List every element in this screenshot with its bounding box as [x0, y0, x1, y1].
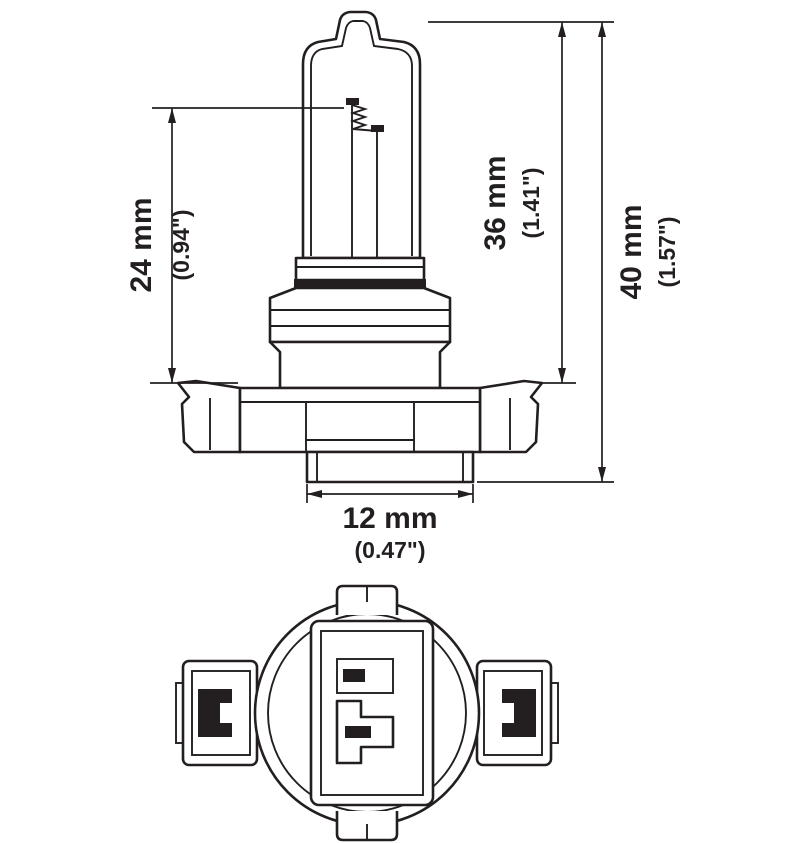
flange-wing-left [176, 379, 242, 454]
dim-24-imperial-label: (0.94") [168, 210, 194, 281]
dimension-40mm: 40 mm (1.57") [477, 22, 680, 483]
glass-outer-wall [301, 10, 422, 260]
flange-wing-right [478, 379, 544, 454]
lead-clamp-left [346, 98, 359, 105]
arrow-36-up [558, 22, 566, 37]
bulb-side-view [176, 10, 544, 484]
glass-inner-wall [310, 20, 413, 256]
arrow-24-down [168, 368, 176, 383]
wing-left-inner [191, 670, 251, 756]
connector-outer [309, 619, 435, 807]
lead-clamp-right [371, 125, 384, 132]
dimension-12mm: 12 mm (0.47") [306, 484, 474, 563]
base-hub [305, 450, 475, 484]
wing-left-contact [198, 689, 232, 737]
dim-40-imperial-label: (1.57") [654, 217, 680, 288]
arrow-12-left [307, 490, 322, 498]
arrow-24-up [168, 108, 176, 123]
connector-inner [320, 630, 424, 796]
dimension-36mm: 36 mm (1.41") [428, 21, 614, 384]
dim-40-metric-label: 40 mm [615, 204, 648, 299]
bulb-bottom-view [175, 584, 559, 842]
arrow-40-up [598, 22, 606, 37]
bulb-base [268, 256, 452, 390]
mounting-flange [176, 379, 544, 454]
terminal-1-contact [343, 669, 365, 682]
terminal-1-outline [336, 658, 394, 694]
flange-body [238, 386, 482, 454]
hub-cylinder [305, 450, 475, 484]
arrow-12-right [458, 490, 473, 498]
retention-wing-right [475, 659, 559, 767]
glass-envelope [301, 10, 422, 260]
retention-wing-left [175, 659, 259, 767]
dim-36-metric-label: 36 mm [479, 155, 512, 250]
base-flare [268, 286, 452, 344]
base-collar [294, 256, 426, 282]
arrow-36-down [558, 368, 566, 383]
dimension-24mm: 24 mm (0.94") [125, 107, 344, 384]
connector-housing [309, 619, 435, 807]
dim-24-metric-label: 24 mm [125, 197, 158, 292]
dim-36-imperial-label: (1.41") [518, 168, 544, 239]
arrow-40-down [598, 467, 606, 482]
terminal-2-outline [335, 699, 395, 765]
filament-coil [349, 104, 378, 132]
wing-right-contact [502, 689, 536, 737]
dim-12-metric-label: 12 mm [342, 502, 437, 535]
terminal-2-contact [345, 726, 371, 738]
collar-band [294, 279, 426, 288]
wing-right-inner [483, 670, 543, 756]
filament-assembly [346, 98, 384, 258]
dim-12-imperial-label: (0.47") [355, 537, 426, 563]
base-neck [268, 340, 452, 390]
